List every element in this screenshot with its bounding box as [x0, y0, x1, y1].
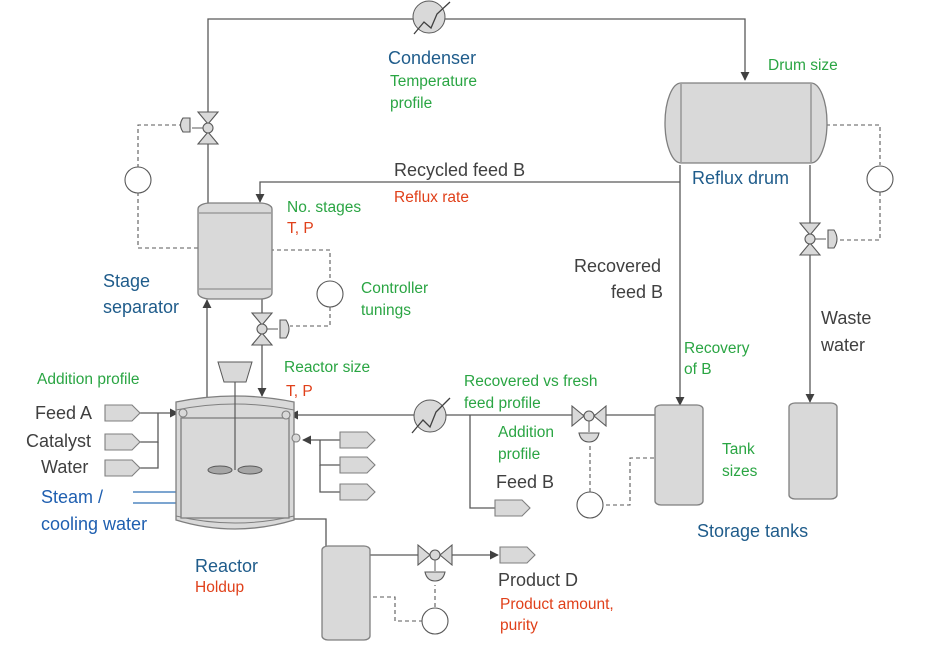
recovered-vs-fresh-label-2: feed profile [464, 395, 541, 412]
addition-line-2 [319, 440, 340, 466]
controller-separator [316, 280, 344, 308]
product-d-label: Product D [498, 570, 578, 590]
reflux-rate-label: Reflux rate [394, 189, 469, 206]
catalyst-label: Catalyst [26, 431, 91, 451]
reflux-drum [664, 82, 828, 164]
addition-profile-right-1: Addition [498, 424, 554, 441]
no-stages-label: No. stages [287, 199, 361, 216]
storage-tank-waste [788, 402, 838, 500]
recovered-vs-fresh-label-1: Recovered vs fresh [464, 373, 598, 390]
ctrl-loop-top-left-2 [137, 124, 180, 168]
condenser-param-1: Temperature [390, 73, 477, 90]
water-line [140, 442, 159, 469]
feed-b-port [494, 499, 531, 517]
feed-b-line [469, 415, 495, 509]
recycled-feed-line [255, 181, 680, 203]
feed-heat-exchanger [411, 397, 451, 434]
feed-a-port [104, 404, 141, 422]
catalyst-port [104, 433, 141, 451]
addition-port-3 [339, 483, 376, 501]
addition-port-1 [339, 431, 376, 449]
storage-tanks-label: Storage tanks [697, 521, 808, 541]
control-valve-waste [798, 222, 838, 256]
water-port [104, 459, 141, 477]
recycled-feed-label: Recycled feed B [394, 160, 525, 180]
recovered-feed-label-2: feed B [611, 282, 663, 302]
ctrl-loop-storage [603, 457, 654, 506]
control-valve-storage [571, 404, 607, 443]
addition-line-3 [319, 465, 340, 493]
holdup-label: Holdup [195, 579, 244, 596]
feed-a-label: Feed A [35, 403, 92, 423]
agitator-blade [207, 465, 233, 475]
ctrl-loop-drum [826, 124, 881, 165]
ctrl-loop-separator [270, 249, 331, 281]
product-param-1: Product amount, [500, 596, 614, 613]
controller-tunings-2: tunings [361, 302, 411, 319]
reactor [175, 361, 301, 530]
control-valve-vapor [179, 111, 220, 145]
drum-size-label: Drum size [768, 57, 838, 74]
product-d-port [499, 546, 536, 564]
ctrl-loop-product [366, 596, 422, 622]
reflux-drum-label: Reflux drum [692, 168, 789, 188]
condenser-label: Condenser [388, 48, 476, 68]
water-label: Water [41, 457, 88, 477]
separator-tp-label: T, P [287, 220, 314, 237]
feed-b-label: Feed B [496, 472, 554, 492]
reactor-size-label: Reactor size [284, 359, 370, 376]
waste-water-label-2: water [820, 335, 865, 355]
controller-drum [866, 165, 894, 193]
ctrl-loop-top-left [137, 192, 198, 249]
condenser-exchanger [412, 0, 451, 35]
tank-sizes-label-2: sizes [722, 463, 758, 480]
storage-tank-recovered [654, 404, 704, 506]
product-tank [321, 545, 371, 641]
waste-water-label-1: Waste [821, 308, 871, 328]
agitator-motor [217, 361, 253, 383]
catalyst-line [140, 413, 159, 443]
steam-label-2: cooling water [41, 514, 147, 534]
addition-profile-left-label: Addition profile [37, 371, 140, 388]
condenser-param-2: profile [390, 95, 432, 112]
reactor-outlet-line [290, 518, 327, 548]
controller-vapor [124, 166, 152, 194]
control-valve-separator [250, 312, 290, 346]
reactor-tp-label: T, P [286, 383, 313, 400]
recovered-feed-label-1: Recovered [574, 256, 661, 276]
addition-profile-right-2: profile [498, 446, 540, 463]
stage-separator [197, 202, 273, 300]
controller-tunings-1: Controller [361, 280, 428, 297]
product-param-2: purity [500, 617, 538, 634]
reactor-label: Reactor [195, 556, 258, 576]
control-valve-product [417, 543, 453, 582]
recovery-label-2: of B [684, 361, 712, 378]
ctrl-loop-separator-2 [290, 307, 331, 327]
steam-label-1: Steam / [41, 487, 103, 507]
stage-separator-label-2: separator [103, 297, 179, 317]
addition-port-2 [339, 456, 376, 474]
recovery-label-1: Recovery [684, 340, 750, 357]
stage-separator-label-1: Stage [103, 271, 150, 291]
tank-sizes-label-1: Tank [722, 441, 755, 458]
controller-storage [576, 491, 604, 519]
ctrl-loop-drum-2 [840, 192, 881, 241]
controller-product [421, 607, 449, 635]
